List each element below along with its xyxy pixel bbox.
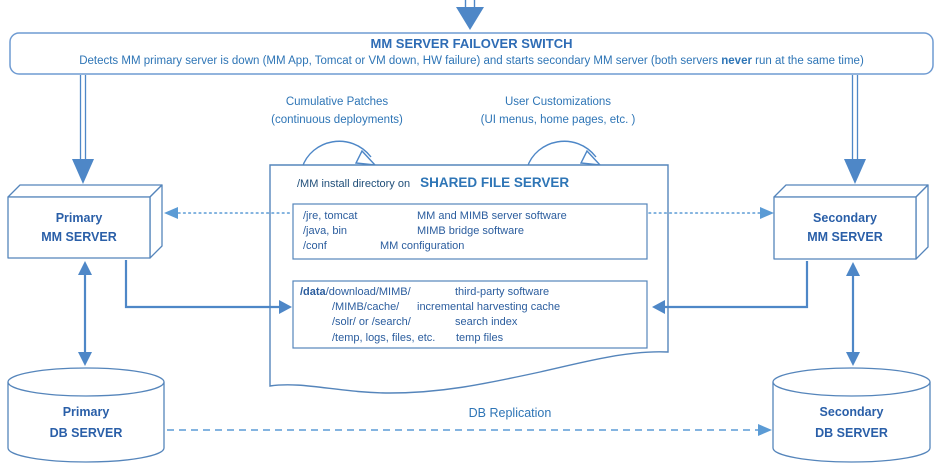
- dir-row: /temp, logs, files, etc. temp files: [332, 331, 560, 346]
- arrowhead-right-icon: [279, 300, 292, 314]
- arrowhead-down-icon: [456, 7, 484, 30]
- arc-arrow-customizations: [526, 140, 602, 169]
- dotted-link-primary: [164, 207, 292, 219]
- failover-switch-subtitle: Detects MM primary server is down (MM Ap…: [10, 55, 933, 67]
- primary-db-line1: Primary: [62, 405, 110, 419]
- db-replication-arrow: [167, 424, 772, 436]
- primary-mm-server-shape: [7, 184, 163, 259]
- dir-row: /java, bin MIMB bridge software: [303, 224, 567, 239]
- subtitle-bold-word: never: [721, 55, 752, 67]
- install-directory-prefix: /MM install directory on: [297, 178, 411, 190]
- arrowhead-down-icon: [72, 159, 94, 184]
- dir-path: /solr/ or /search/: [332, 316, 411, 329]
- shared-file-server-title: SHARED FILE SERVER: [420, 175, 570, 190]
- failover-switch-box: [9, 32, 934, 75]
- arrowhead-right-icon: [758, 424, 772, 436]
- secondary-db-line1: Secondary: [819, 405, 884, 419]
- arrow-primary-mm-db: [78, 261, 92, 366]
- elbow-primary-to-data: [124, 260, 292, 314]
- secondary-db-line2: DB SERVER: [815, 426, 888, 440]
- arrowhead-curved-icon: [579, 149, 602, 166]
- primary-mm-line1: Primary: [55, 210, 103, 225]
- arrowhead-down-icon: [78, 352, 92, 366]
- dir-path: /conf: [303, 240, 327, 253]
- primary-mm-line2: MM SERVER: [41, 229, 117, 244]
- arrow-switch-to-secondary: [844, 75, 866, 184]
- secondary-mm-line2: MM SERVER: [807, 230, 883, 244]
- primary-db-server-shape: [7, 367, 165, 463]
- secondary-db-server-label: Secondary DB SERVER: [773, 399, 930, 447]
- install-dirs-list: /jre, tomcat MM and MIMB server software…: [303, 209, 567, 255]
- failover-switch-title: MM SERVER FAILOVER SWITCH: [370, 36, 573, 51]
- top-inbound-arrow: [456, 0, 484, 30]
- dir-path: /temp, logs, files, etc.: [332, 331, 436, 344]
- dir-desc: third-party software: [455, 286, 550, 298]
- arc-arrow-patches: [301, 140, 377, 169]
- dir-desc: temp files: [456, 331, 504, 344]
- arrowhead-down-icon: [846, 352, 860, 366]
- dir-desc: incremental harvesting cache: [417, 301, 561, 314]
- dir-path: /data/download/MIMB/: [300, 285, 455, 300]
- secondary-mm-server-shape: [773, 184, 929, 260]
- user-customizations-sublabel: (UI menus, home pages, etc. ): [480, 114, 636, 126]
- cumulative-patches-label: Cumulative Patches: [285, 96, 389, 108]
- arrowhead-down-icon: [844, 159, 866, 184]
- dir-path-rest: /download/MIMB/: [325, 286, 411, 298]
- dir-path-bold: /data: [300, 286, 326, 298]
- arrowhead-left-icon: [164, 207, 178, 219]
- dir-row: /MIMB/cache/ incremental harvesting cach…: [332, 300, 560, 315]
- db-replication-label: DB Replication: [468, 406, 552, 420]
- dir-row: /conf MM configuration: [303, 239, 567, 254]
- data-dirs-box: [292, 280, 648, 349]
- dir-path: /java, bin: [303, 225, 348, 238]
- user-customizations-label: User Customizations: [504, 96, 612, 108]
- subtitle-text: Detects MM primary server is down (MM Ap…: [79, 55, 722, 67]
- arrowhead-curved-icon: [354, 149, 377, 166]
- data-dirs-list: /data/download/MIMB/ third-party softwar…: [300, 285, 560, 346]
- elbow-secondary-to-data: [652, 261, 809, 314]
- primary-db-line2: DB SERVER: [49, 426, 123, 440]
- dir-path: /MIMB/cache/: [332, 301, 400, 314]
- install-dirs-box: [292, 203, 648, 260]
- arrowhead-right-icon: [760, 207, 774, 219]
- dir-desc: MM and MIMB server software: [417, 210, 567, 222]
- secondary-mm-server-label: Secondary MM SERVER: [774, 197, 916, 259]
- shared-file-server-shape: [269, 164, 669, 394]
- dir-path: /jre, tomcat: [303, 210, 358, 222]
- dir-desc: MIMB bridge software: [417, 225, 524, 238]
- cumulative-patches-sublabel: (continuous deployments): [271, 114, 403, 126]
- dotted-link-secondary: [648, 207, 774, 219]
- dir-row: /jre, tomcat MM and MIMB server software: [303, 209, 567, 224]
- primary-mm-server-label: Primary MM SERVER: [8, 197, 150, 258]
- dir-row: /data/download/MIMB/ third-party softwar…: [300, 285, 560, 300]
- arrowhead-up-icon: [78, 261, 92, 275]
- dir-desc: MM configuration: [380, 240, 465, 253]
- primary-db-server-label: Primary DB SERVER: [8, 399, 164, 447]
- arrow-switch-to-primary: [72, 75, 94, 184]
- subtitle-text-end: run at the same time): [751, 55, 864, 67]
- dir-desc: search index: [455, 316, 518, 329]
- arrowhead-left-icon: [652, 300, 665, 314]
- shared-file-server-header: /MM install directory on SHARED FILE SER…: [297, 175, 569, 190]
- dir-row: /solr/ or /search/ search index: [332, 315, 560, 330]
- secondary-db-server-shape: [772, 367, 931, 463]
- arrowhead-up-icon: [846, 262, 860, 276]
- secondary-mm-line1: Secondary: [813, 211, 877, 225]
- arrow-secondary-mm-db: [846, 262, 860, 366]
